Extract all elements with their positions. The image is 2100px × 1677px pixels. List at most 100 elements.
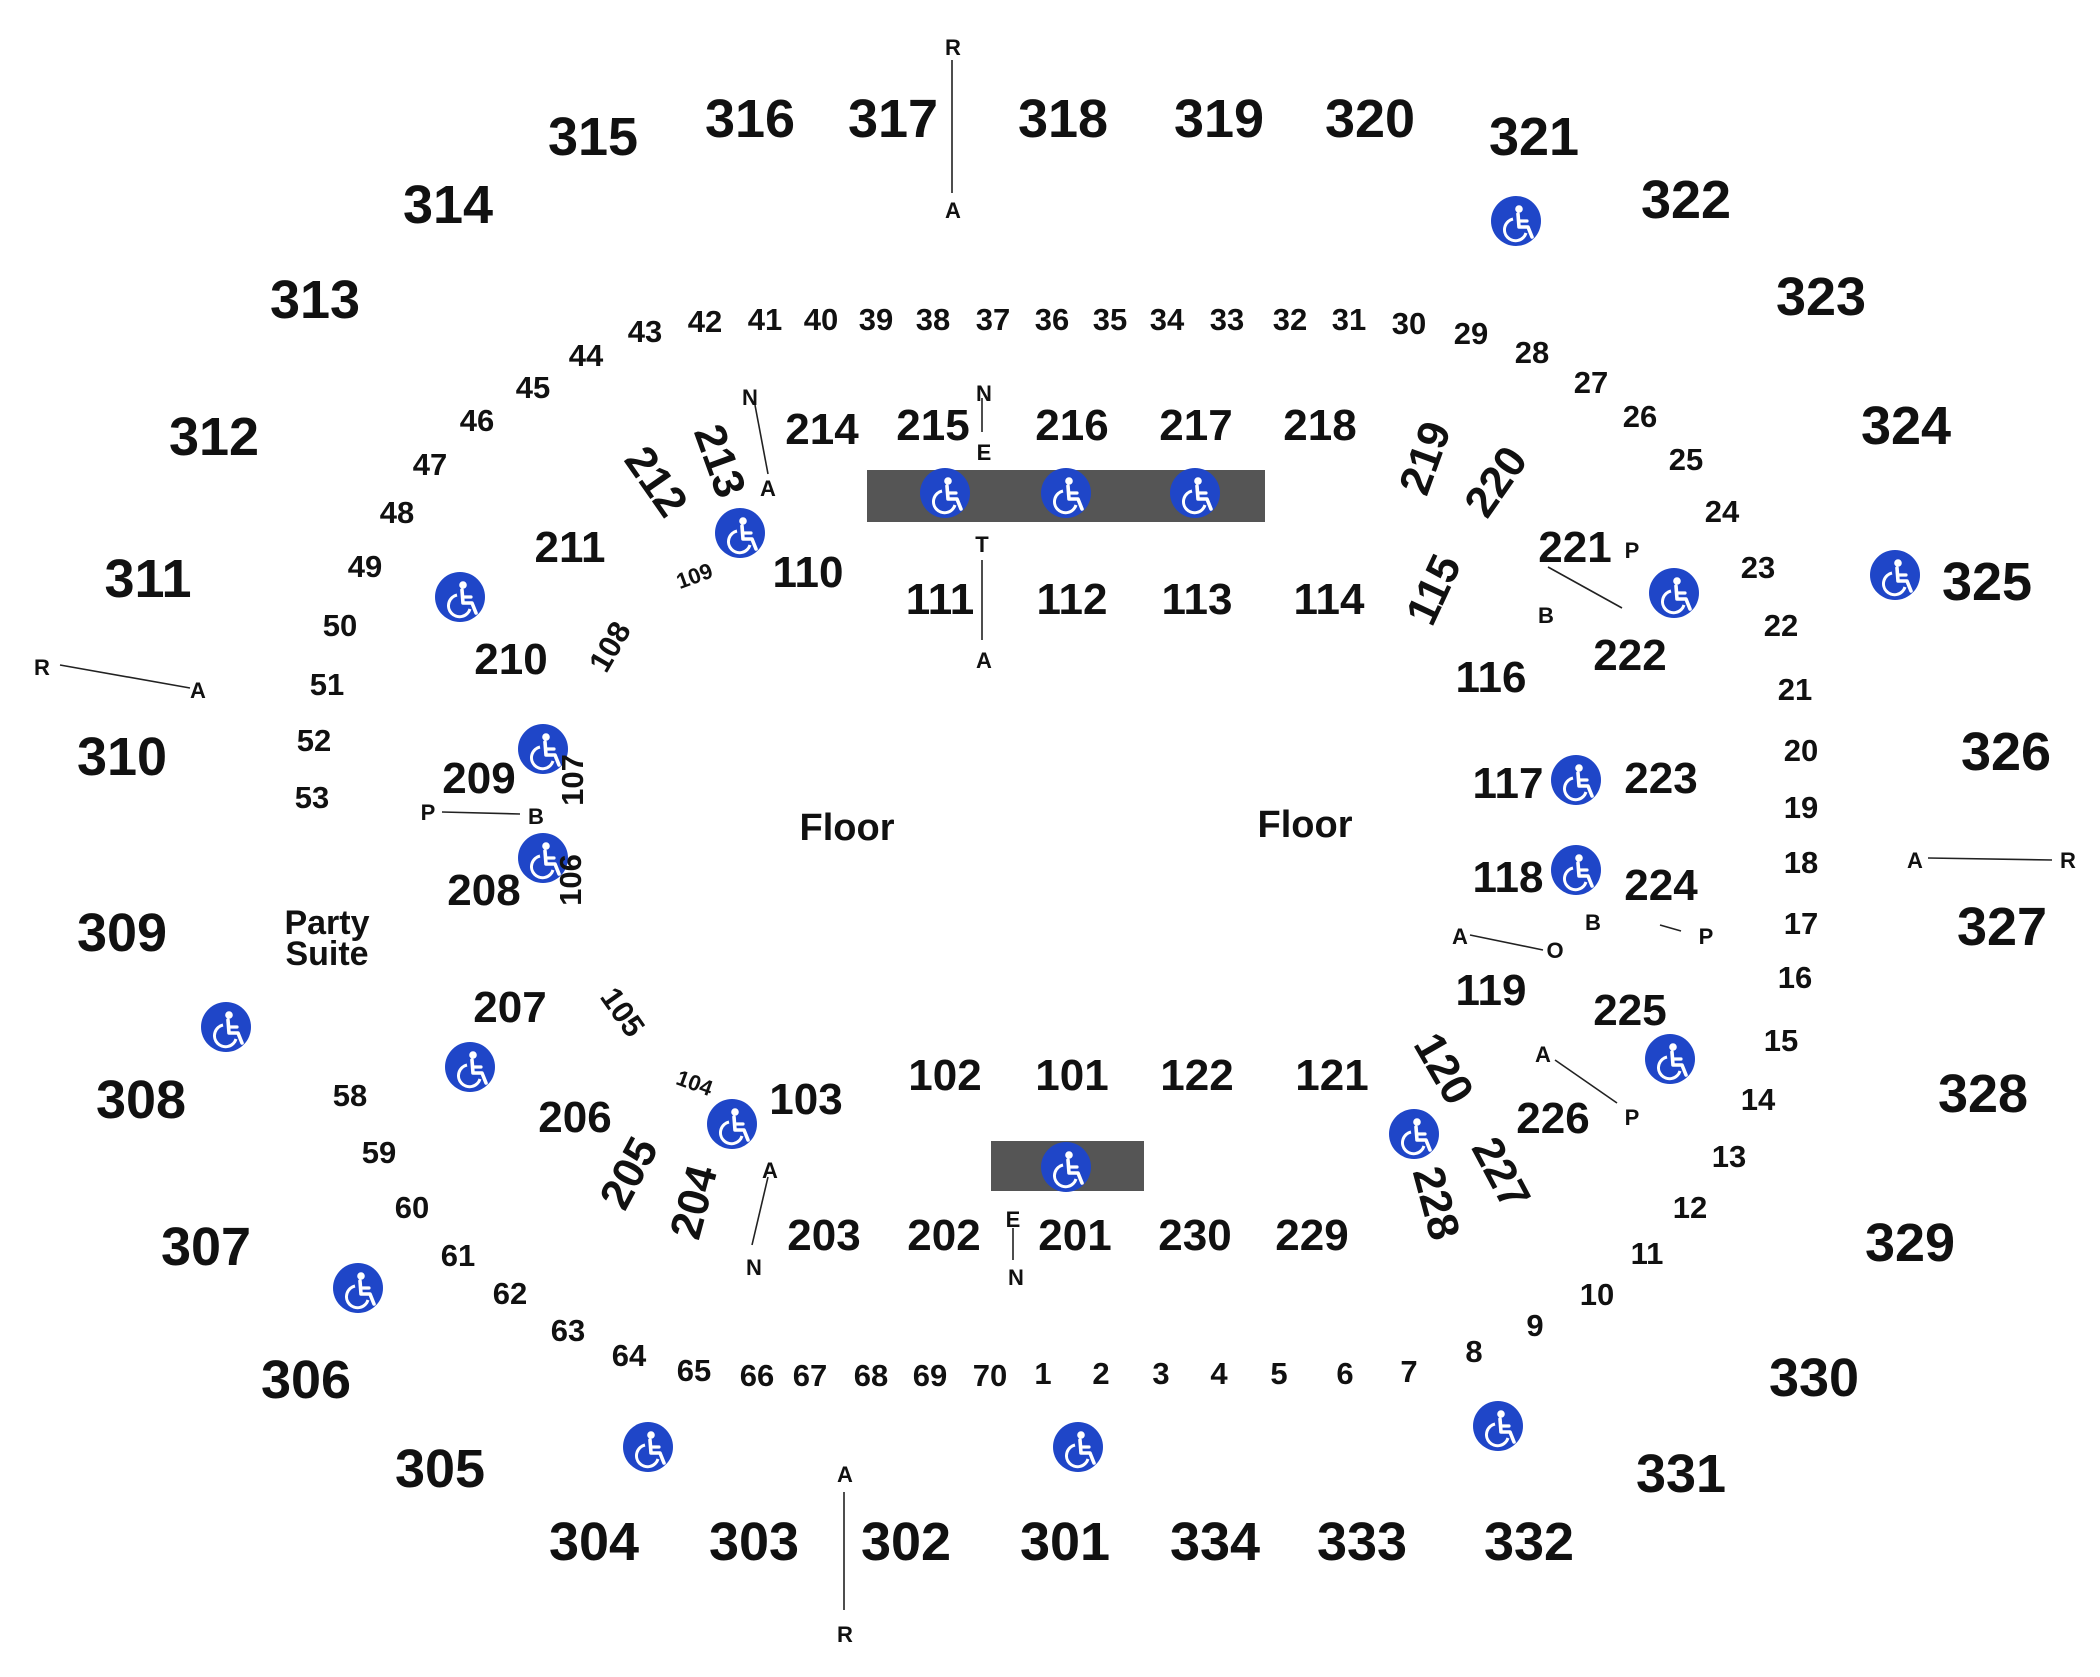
box-44[interactable]: 44	[569, 338, 604, 373]
section-325[interactable]: 325	[1942, 552, 2032, 612]
section-329[interactable]: 329	[1865, 1213, 1955, 1273]
section-118[interactable]: 118	[1473, 853, 1544, 902]
section-331[interactable]: 331	[1636, 1444, 1726, 1504]
box-46[interactable]: 46	[460, 403, 494, 438]
box-36[interactable]: 36	[1035, 302, 1069, 337]
section-313[interactable]: 313	[270, 270, 360, 330]
section-220[interactable]: 220	[1455, 438, 1537, 526]
box-31[interactable]: 31	[1332, 302, 1366, 337]
section-119[interactable]: 119	[1456, 966, 1527, 1015]
box-48[interactable]: 48	[380, 495, 414, 530]
section-110[interactable]: 110	[773, 548, 844, 597]
box-17[interactable]: 17	[1784, 906, 1818, 941]
section-228[interactable]: 228	[1403, 1161, 1469, 1245]
box-49[interactable]: 49	[348, 549, 382, 584]
box-7[interactable]: 7	[1400, 1354, 1417, 1389]
section-308[interactable]: 308	[96, 1070, 186, 1130]
section-333[interactable]: 333	[1317, 1512, 1407, 1572]
box-12[interactable]: 12	[1673, 1190, 1707, 1225]
section-303[interactable]: 303	[709, 1512, 799, 1572]
section-212[interactable]: 212	[615, 438, 697, 526]
section-207[interactable]: 207	[473, 983, 546, 1032]
section-322[interactable]: 322	[1641, 170, 1731, 230]
section-203[interactable]: 203	[787, 1211, 860, 1260]
section-226[interactable]: 226	[1516, 1094, 1589, 1143]
box-37[interactable]: 37	[976, 302, 1010, 337]
box-19[interactable]: 19	[1784, 790, 1818, 825]
section-209[interactable]: 209	[442, 754, 515, 803]
section-310[interactable]: 310	[77, 727, 167, 787]
box-66[interactable]: 66	[740, 1358, 774, 1393]
box-22[interactable]: 22	[1764, 608, 1798, 643]
section-106[interactable]: 106	[553, 854, 588, 906]
section-330[interactable]: 330	[1769, 1348, 1859, 1408]
box-29[interactable]: 29	[1454, 316, 1488, 351]
section-332[interactable]: 332	[1484, 1512, 1574, 1572]
box-16[interactable]: 16	[1778, 960, 1812, 995]
box-43[interactable]: 43	[628, 314, 662, 349]
section-305[interactable]: 305	[395, 1439, 485, 1499]
section-316[interactable]: 316	[705, 89, 795, 149]
section-304[interactable]: 304	[549, 1512, 639, 1572]
box-42[interactable]: 42	[688, 304, 722, 339]
box-33[interactable]: 33	[1210, 302, 1244, 337]
box-62[interactable]: 62	[493, 1276, 527, 1311]
box-38[interactable]: 38	[916, 302, 950, 337]
section-315[interactable]: 315	[548, 107, 638, 167]
box-51[interactable]: 51	[310, 667, 344, 702]
section-205[interactable]: 205	[590, 1129, 668, 1217]
section-109[interactable]: 109	[673, 558, 716, 594]
section-323[interactable]: 323	[1776, 267, 1866, 327]
section-120[interactable]: 120	[1404, 1025, 1483, 1113]
section-309[interactable]: 309	[77, 903, 167, 963]
section-107[interactable]: 107	[555, 754, 590, 806]
section-121[interactable]: 121	[1295, 1051, 1368, 1100]
section-115[interactable]: 115	[1397, 547, 1471, 632]
box-60[interactable]: 60	[395, 1190, 429, 1225]
section-103[interactable]: 103	[769, 1075, 842, 1124]
section-312[interactable]: 312	[169, 407, 259, 467]
box-45[interactable]: 45	[516, 370, 550, 405]
section-334[interactable]: 334	[1170, 1512, 1260, 1572]
section-210[interactable]: 210	[474, 635, 547, 684]
box-13[interactable]: 13	[1712, 1139, 1746, 1174]
section-101[interactable]: 101	[1035, 1051, 1108, 1100]
box-23[interactable]: 23	[1741, 550, 1775, 585]
box-40[interactable]: 40	[804, 302, 838, 337]
section-324[interactable]: 324	[1861, 396, 1951, 456]
box-10[interactable]: 10	[1580, 1277, 1614, 1312]
box-59[interactable]: 59	[362, 1135, 396, 1170]
section-122[interactable]: 122	[1160, 1051, 1233, 1100]
section-319[interactable]: 319	[1174, 89, 1264, 149]
box-20[interactable]: 20	[1784, 733, 1818, 768]
box-15[interactable]: 15	[1764, 1023, 1798, 1058]
box-50[interactable]: 50	[323, 608, 357, 643]
section-104[interactable]: 104	[673, 1065, 717, 1101]
section-204[interactable]: 204	[661, 1160, 727, 1244]
section-224[interactable]: 224	[1624, 861, 1698, 910]
box-1[interactable]: 1	[1034, 1356, 1051, 1391]
box-30[interactable]: 30	[1392, 306, 1426, 341]
box-8[interactable]: 8	[1465, 1334, 1482, 1369]
box-27[interactable]: 27	[1574, 365, 1608, 400]
section-114[interactable]: 114	[1294, 575, 1366, 624]
box-14[interactable]: 14	[1741, 1082, 1776, 1117]
section-117[interactable]: 117	[1473, 759, 1544, 808]
section-217[interactable]: 217	[1159, 401, 1232, 450]
section-321[interactable]: 321	[1489, 107, 1579, 167]
section-230[interactable]: 230	[1158, 1211, 1231, 1260]
box-35[interactable]: 35	[1093, 302, 1127, 337]
box-69[interactable]: 69	[913, 1358, 947, 1393]
party-suite-label-line1[interactable]: Party	[284, 904, 369, 942]
box-47[interactable]: 47	[413, 447, 447, 482]
box-61[interactable]: 61	[441, 1238, 475, 1273]
party-suite-label-line2[interactable]: Suite	[285, 935, 368, 973]
box-34[interactable]: 34	[1150, 302, 1185, 337]
section-302[interactable]: 302	[861, 1512, 951, 1572]
box-5[interactable]: 5	[1270, 1356, 1287, 1391]
box-9[interactable]: 9	[1526, 1308, 1543, 1343]
section-102[interactable]: 102	[908, 1051, 981, 1100]
floor-label-left[interactable]: Floor	[800, 807, 895, 849]
box-18[interactable]: 18	[1784, 845, 1818, 880]
box-26[interactable]: 26	[1623, 399, 1657, 434]
